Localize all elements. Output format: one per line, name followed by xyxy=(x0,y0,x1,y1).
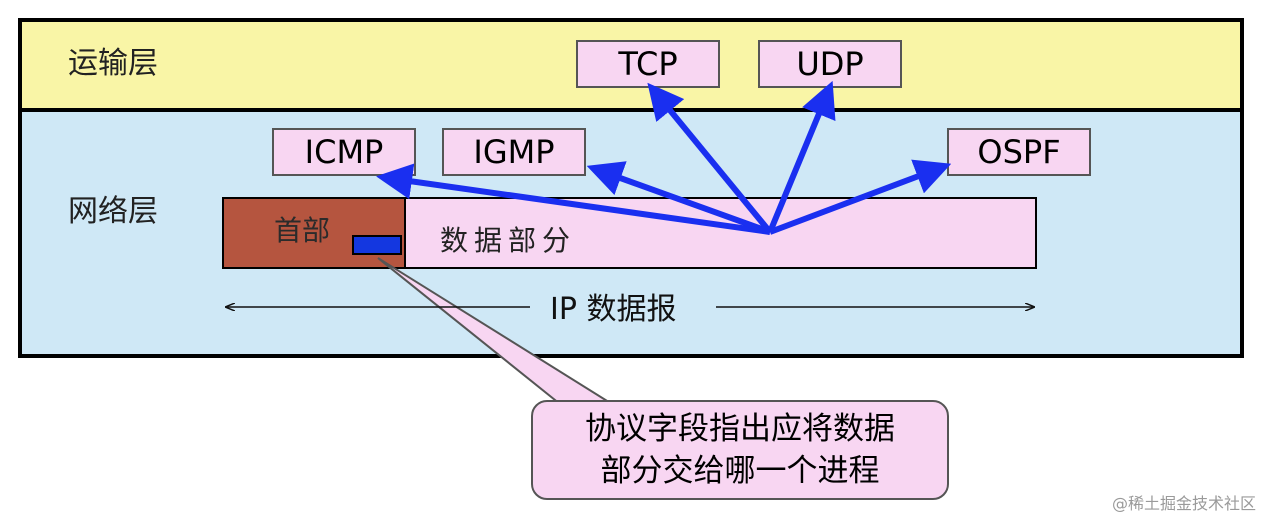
transport-layer-label: 运输层 xyxy=(68,46,158,81)
ip-datagram-bar: 首部 数据部分 xyxy=(222,197,1037,269)
callout-line-2: 部分交给哪一个进程 xyxy=(600,453,880,489)
callout-pointer xyxy=(377,257,616,405)
tcp-box: TCP xyxy=(576,40,720,88)
datagram-data-label: 数据部分 xyxy=(440,224,577,257)
datagram-header: 首部 xyxy=(224,199,406,267)
ospf-box: OSPF xyxy=(947,128,1091,176)
watermark: @稀土掘金技术社区 xyxy=(1111,494,1256,513)
arrow-to-icmp xyxy=(376,163,771,235)
udp-box: UDP xyxy=(758,40,902,88)
datagram-header-label: 首部 xyxy=(274,214,331,247)
arrow-to-tcp xyxy=(647,82,773,234)
arrow-to-ospf xyxy=(768,159,952,235)
protocol-field-callout: 协议字段指出应将数据 部分交给哪一个进程 xyxy=(531,400,949,500)
ip-datagram-label: IP 数据报 xyxy=(538,284,689,328)
callout-line-1: 协议字段指出应将数据 xyxy=(585,411,895,447)
arrow-to-igmp xyxy=(586,161,772,235)
protocol-field xyxy=(352,235,402,255)
arrow-to-udp xyxy=(767,80,836,234)
igmp-box: IGMP xyxy=(442,128,586,176)
network-layer-label: 网络层 xyxy=(68,194,158,229)
